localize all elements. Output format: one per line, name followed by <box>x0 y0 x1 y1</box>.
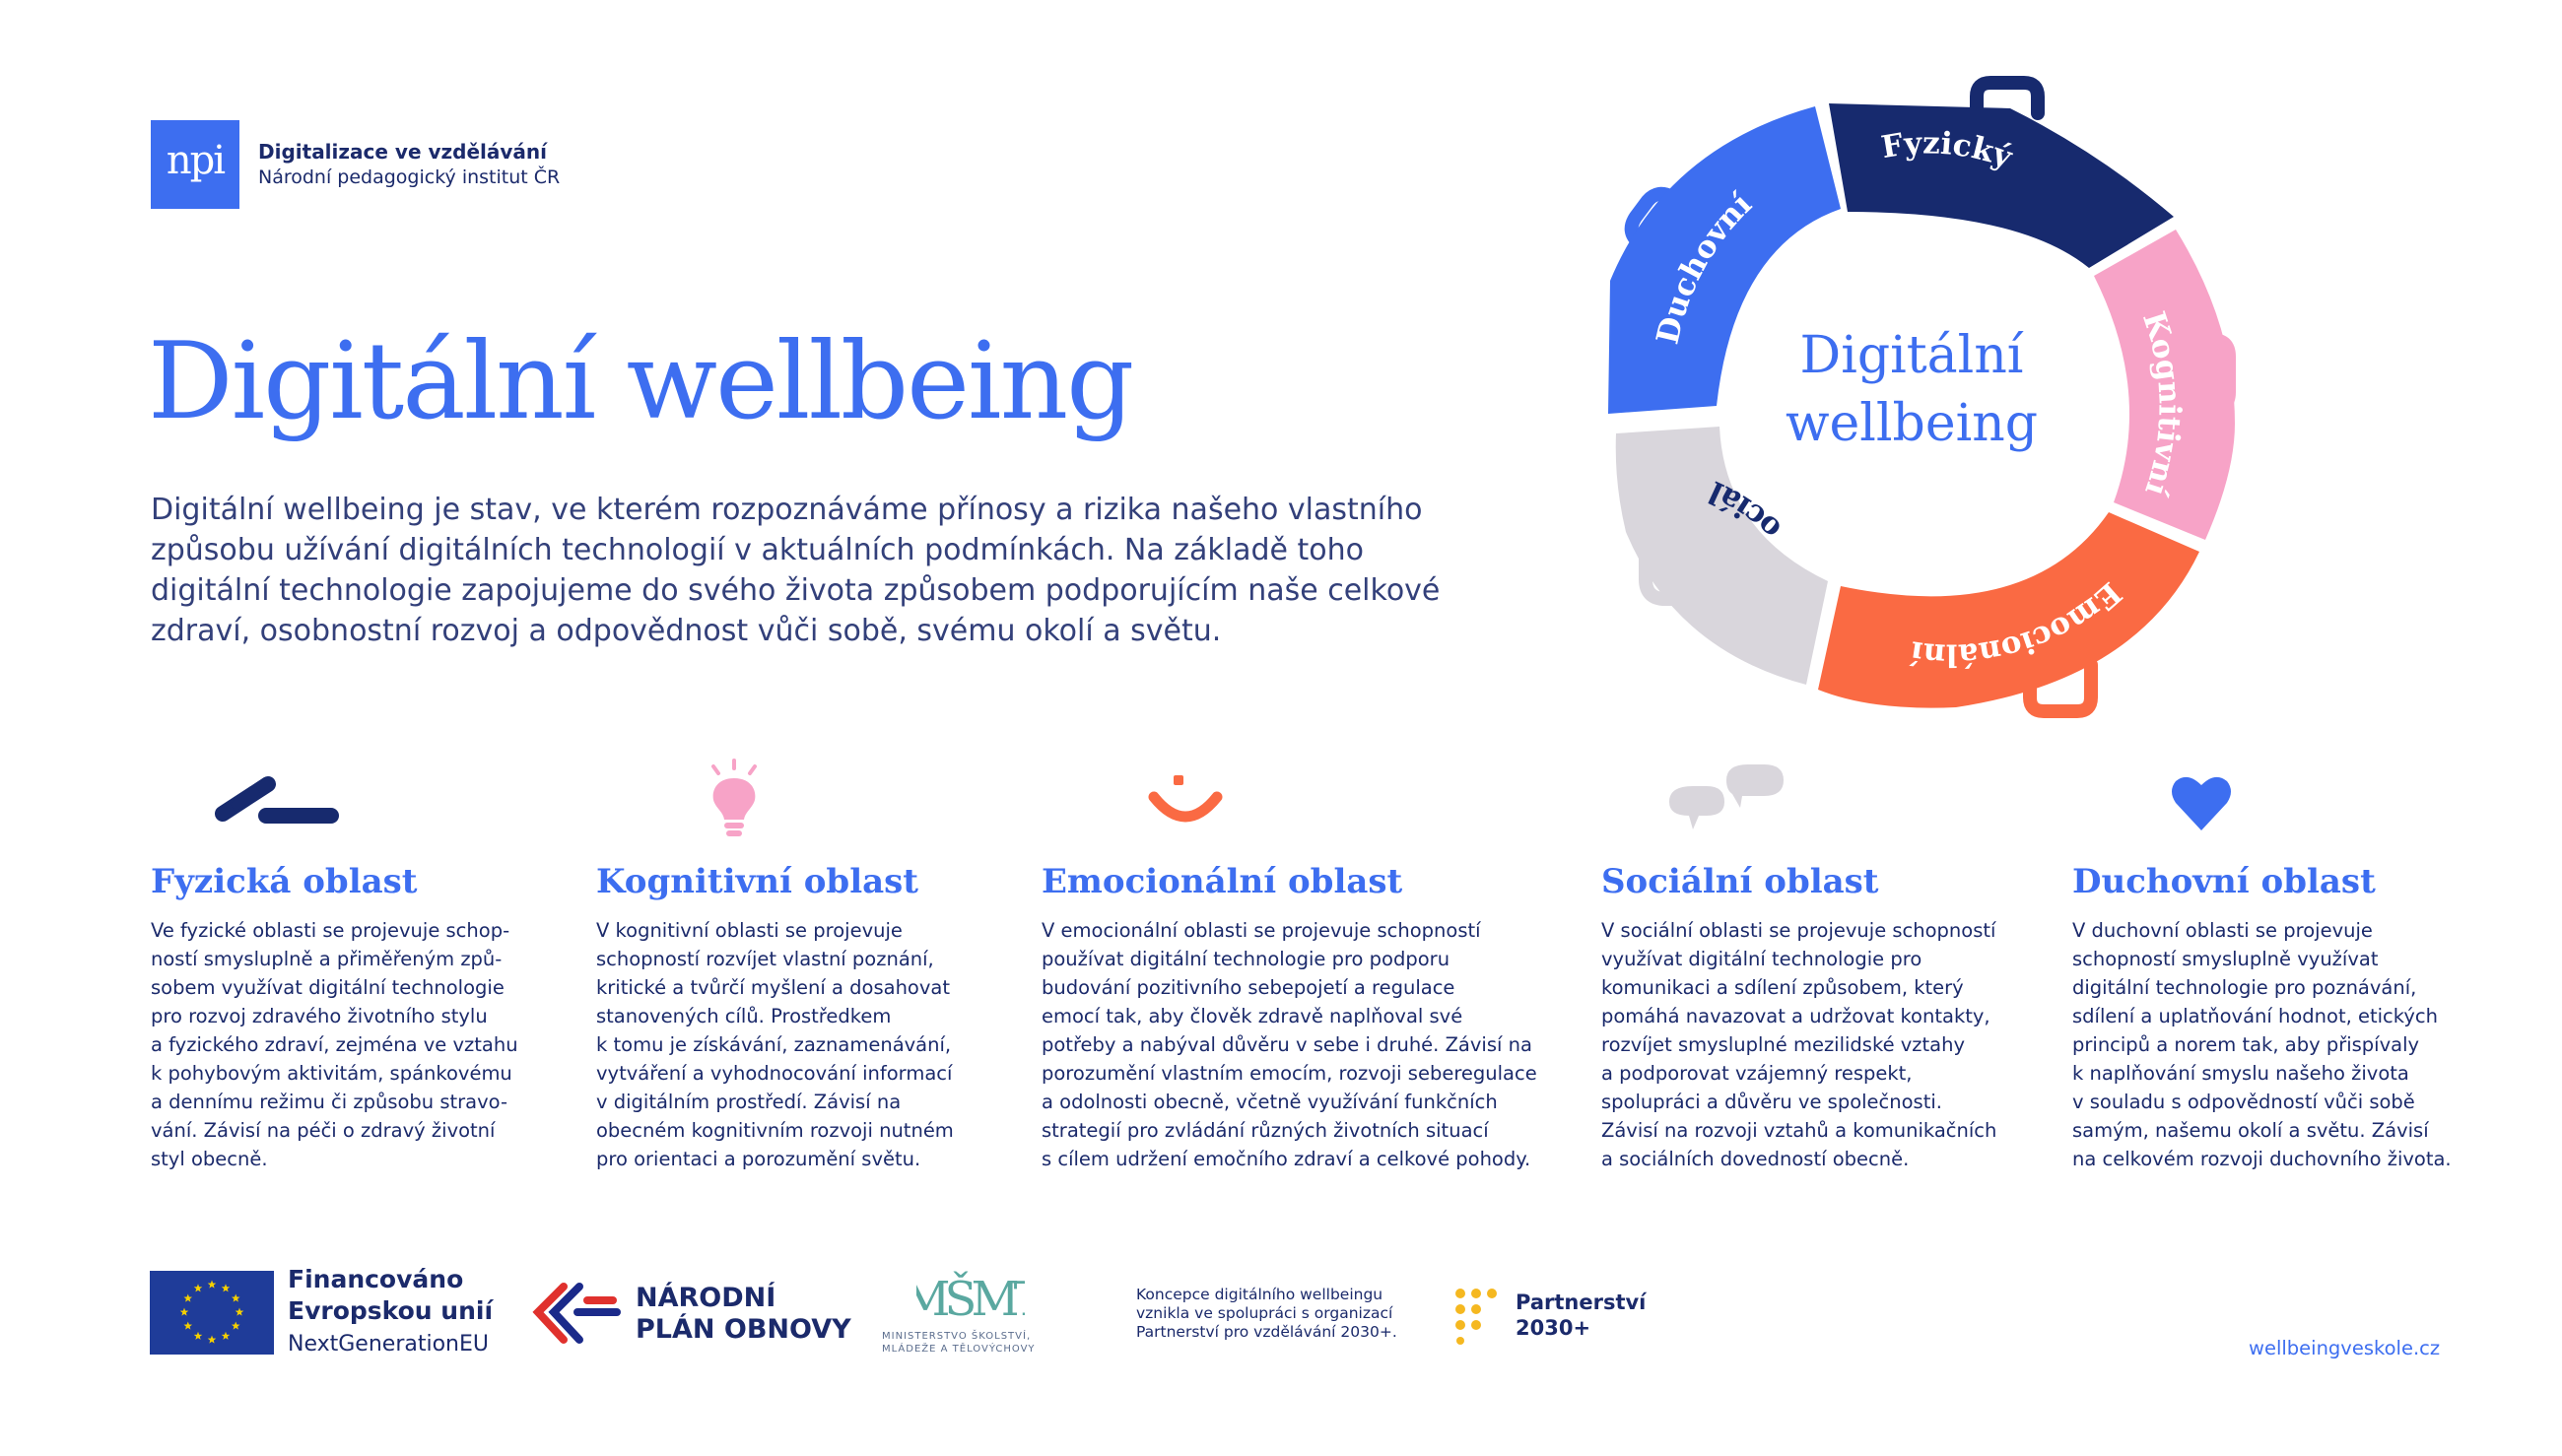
eu-star <box>221 1284 231 1292</box>
eu-funding-line1: Financováno <box>288 1265 464 1293</box>
duchovni-segment <box>1608 106 1841 414</box>
dumbbell-icon <box>215 776 339 824</box>
eu-star <box>183 1321 192 1330</box>
emocionalni-handle <box>2023 658 2098 718</box>
lightbulb-icon <box>711 759 757 836</box>
msmt-subtitle-line2: MLÁDEŽE A TĚLOVÝCHOVY <box>882 1344 1036 1355</box>
area-title-kognitivni: Kognitivní oblast <box>596 862 918 901</box>
partnerstvi-line1: Partnerství <box>1516 1291 1647 1314</box>
socialni-segment <box>1615 427 1828 685</box>
page-title: Digitální wellbeing <box>148 320 1134 443</box>
fyzicky-segment <box>1829 103 2174 268</box>
fyzicky-handle <box>1970 76 2045 120</box>
eu-star <box>235 1307 244 1316</box>
npo-line2: PLÁN OBNOVY <box>636 1314 851 1345</box>
wellbeing-wheel: Fyzický Kognitivní Emocionální Sociální … <box>1577 69 2236 718</box>
npi-logo-text: npi <box>166 138 226 183</box>
eu-stars-icon <box>179 1280 244 1344</box>
eu-star <box>232 1293 240 1302</box>
heart-icon <box>2172 776 2231 830</box>
intro-paragraph: Digitální wellbeing je stav, ve kterém r… <box>151 493 1441 648</box>
kognitivni-segment <box>2094 230 2235 540</box>
msmt-logo: MŠMT <box>916 1270 1025 1327</box>
eu-funding-line2: Evropskou unií <box>288 1296 494 1325</box>
area-text-socialni: V sociální oblasti se projevuje schopnos… <box>1601 919 1997 1170</box>
website-link[interactable]: wellbeingveskole.cz <box>2249 1337 2441 1359</box>
area-title-socialni: Sociální oblast <box>1601 862 1879 901</box>
area-text-fyzicka: Ve fyzické oblasti se projevuje schop- n… <box>151 919 518 1170</box>
wheel-center-line2: wellbeing <box>1786 394 2038 453</box>
area-text-emocionalni: V emocionální oblasti se projevuje schop… <box>1042 919 1537 1170</box>
npo-logo-icon <box>532 1283 621 1344</box>
emocionalni-segment <box>1818 512 2199 708</box>
speech-bubbles-icon <box>1669 764 1784 829</box>
msmt-logo-text: MŠMT <box>916 1270 1025 1327</box>
eu-star <box>207 1280 217 1289</box>
npi-logo: npi <box>151 120 239 209</box>
wheel-center-line1: Digitální <box>1800 326 2024 385</box>
area-text-duchovni: V duchovní oblasti se projevuje schopnos… <box>2072 919 2452 1170</box>
eu-funding-line3: NextGenerationEU <box>288 1332 489 1357</box>
eu-flag-logo <box>150 1271 274 1355</box>
eu-star <box>193 1284 203 1292</box>
eu-star <box>232 1321 240 1330</box>
partnerstvi-logo-icon <box>1455 1289 1497 1345</box>
org-subtitle: Národní pedagogický institut ČR <box>258 166 561 188</box>
npo-line1: NÁRODNÍ <box>636 1283 776 1313</box>
eu-star <box>179 1307 189 1316</box>
smile-icon <box>1148 775 1223 823</box>
org-title: Digitalizace ve vzdělávání <box>258 140 548 164</box>
eu-star <box>183 1293 192 1302</box>
msmt-subtitle-line1: MINISTERSTVO ŠKOLSTVÍ, <box>882 1331 1032 1342</box>
partnerstvi-line2: 2030+ <box>1516 1316 1591 1340</box>
area-title-emocionalni: Emocionální oblast <box>1042 862 1403 901</box>
area-title-duchovni: Duchovní oblast <box>2072 862 2376 901</box>
area-title-fyzicka: Fyzická oblast <box>151 862 418 901</box>
area-text-kognitivni: V kognitivní oblasti se projevuje schopn… <box>596 919 954 1170</box>
eu-star <box>207 1335 217 1344</box>
eu-star <box>221 1331 231 1340</box>
eu-star <box>193 1331 203 1340</box>
koncepce-note: Koncepce digitálního wellbeingu vznikla … <box>1136 1286 1397 1341</box>
